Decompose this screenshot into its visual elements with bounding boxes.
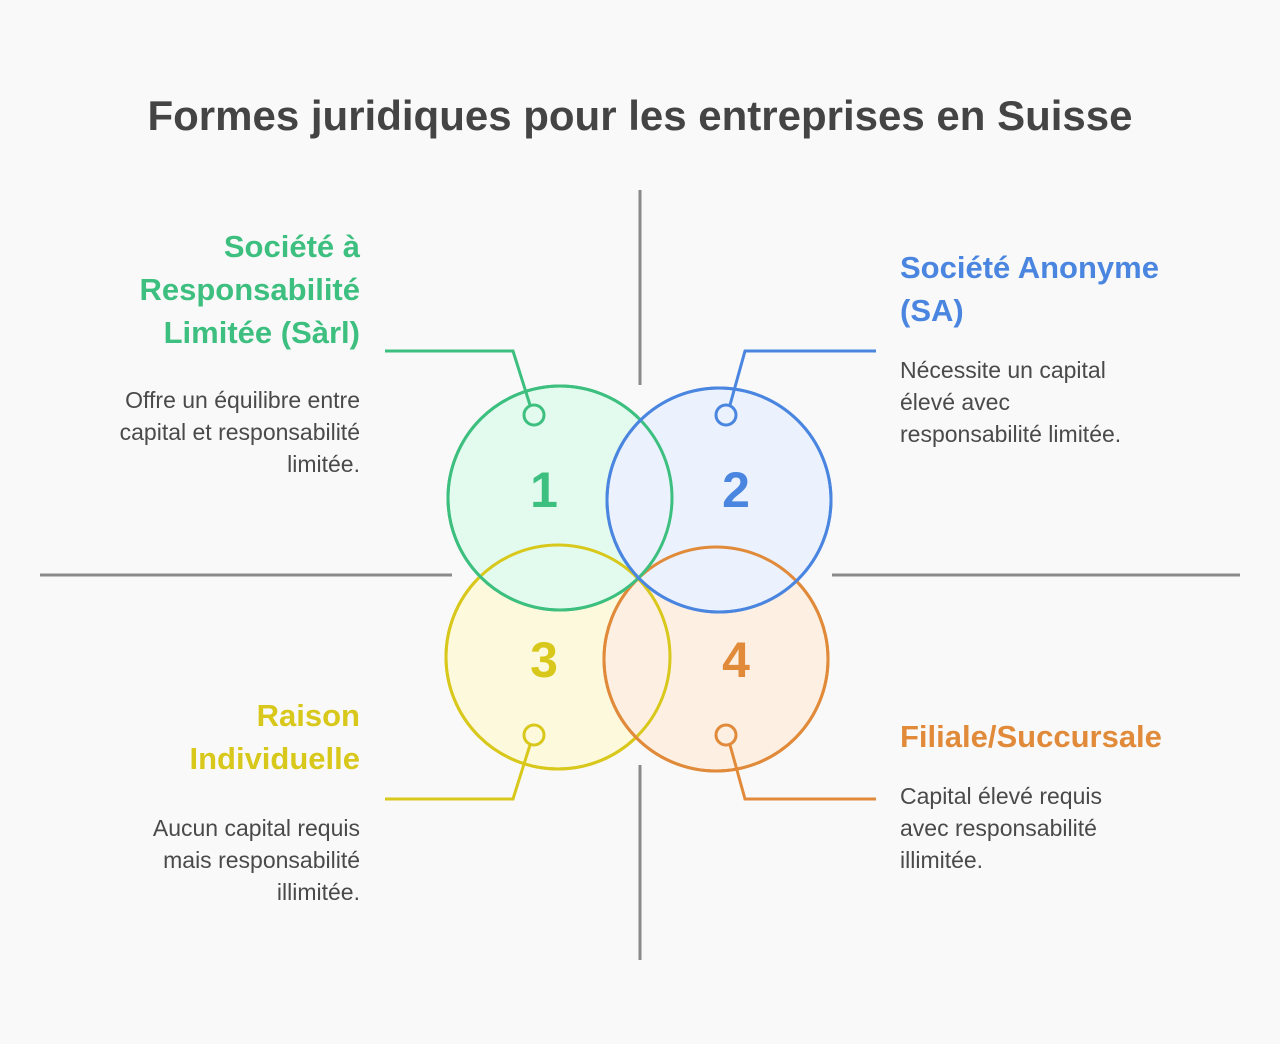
description-line: mais responsabilité — [163, 847, 360, 873]
heading-filiale: Filiale/Succursale — [900, 715, 1230, 758]
connector-dot-2 — [714, 403, 738, 427]
heading-line: Filiale/Succursale — [900, 719, 1162, 754]
block-sa: Société Anonyme (SA) Nécessite un capita… — [900, 246, 1230, 450]
circle-number-2: 2 — [722, 462, 750, 518]
heading-line: Raison — [256, 698, 360, 733]
circle-3-outline — [444, 543, 672, 771]
circle-2-outline — [605, 386, 833, 614]
connector-1 — [385, 349, 532, 406]
connector-dot-4 — [714, 723, 738, 747]
description-line: Capital élevé requis — [900, 783, 1103, 809]
description-line: capital et responsabilité — [119, 419, 360, 445]
circle-1-outline — [446, 384, 674, 612]
page-title: Formes juridiques pour les entreprises e… — [147, 92, 1133, 139]
connector-dot-1 — [522, 403, 546, 427]
heading-raison-individuelle: Raison Individuelle — [40, 694, 360, 780]
connector-3 — [385, 744, 532, 801]
description-filiale: Capital élevé requis avec responsabilité… — [900, 780, 1230, 876]
description-sa: Nécessite un capital élevé avec responsa… — [900, 354, 1230, 450]
block-raison-individuelle: Raison Individuelle Aucun capital requis… — [40, 694, 360, 908]
description-line: limitée. — [287, 451, 360, 477]
connector-dot-3 — [522, 723, 546, 747]
circle-number-4: 4 — [722, 632, 750, 688]
heading-sa: Société Anonyme (SA) — [900, 246, 1230, 332]
description-line: responsabilité limitée. — [900, 421, 1122, 447]
heading-line: Société à — [223, 229, 360, 264]
heading-line: (SA) — [900, 293, 964, 328]
description-line: illimitée. — [900, 847, 984, 873]
description-line: Aucun capital requis — [152, 815, 360, 841]
heading-line: Individuelle — [189, 741, 360, 776]
circle-number-3: 3 — [530, 632, 558, 688]
circle-number-1: 1 — [530, 462, 558, 518]
description-line: avec responsabilité — [900, 815, 1097, 841]
description-line: Nécessite un capital — [900, 357, 1106, 383]
heading-line: Responsabilité — [139, 272, 361, 307]
block-filiale: Filiale/Succursale Capital élevé requis … — [900, 715, 1230, 876]
connector-4 — [728, 744, 876, 801]
heading-line: Société Anonyme — [900, 250, 1159, 285]
connector-2 — [728, 349, 876, 406]
heading-sarl: Société à Responsabilité Limitée (Sàrl) — [40, 225, 361, 354]
description-line: Offre un équilibre entre — [125, 387, 360, 413]
heading-line: Limitée (Sàrl) — [163, 315, 360, 350]
description-line: illimitée. — [276, 879, 360, 905]
circle-4-outline — [602, 545, 830, 773]
description-raison-individuelle: Aucun capital requis mais responsabilité… — [40, 812, 360, 908]
description-line: élevé avec — [900, 389, 1010, 415]
block-sarl: Société à Responsabilité Limitée (Sàrl) … — [40, 225, 360, 480]
description-sarl: Offre un équilibre entre capital et resp… — [40, 384, 360, 480]
